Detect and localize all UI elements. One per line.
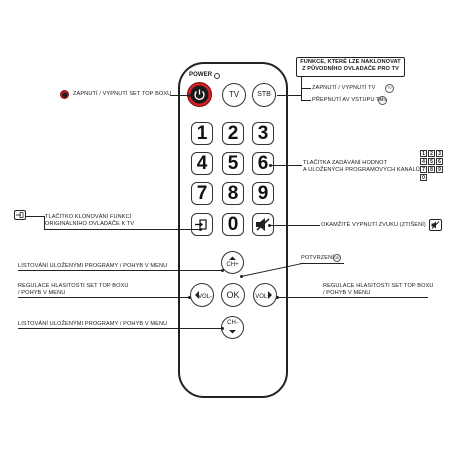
chevron-down-icon: [229, 330, 236, 334]
chevron-right-icon: [268, 291, 272, 299]
vol-down-button[interactable]: VOL-: [190, 283, 214, 307]
leader-dot: [221, 327, 224, 330]
leader-line: [18, 270, 223, 271]
digit-grid-cell: 4: [420, 158, 427, 165]
digit-4-button[interactable]: 4: [191, 152, 213, 175]
leader-line: [278, 297, 428, 298]
digit-3-button[interactable]: 3: [252, 122, 274, 145]
vol-up-button[interactable]: VOL+: [253, 283, 277, 307]
clone-button[interactable]: [191, 213, 213, 236]
bracket-line: [301, 88, 311, 89]
power-button[interactable]: [187, 82, 212, 107]
tv-mini-icon: TV: [385, 84, 394, 93]
power-mini-icon: [60, 90, 69, 99]
led-indicator: [214, 73, 220, 79]
clone-label-1: TLAČÍTKO KLONOVÁNÍ FUNKCÍ: [45, 214, 132, 220]
ch-up-label: CH+: [226, 262, 239, 268]
chevron-left-icon: [195, 291, 199, 299]
vol-left-label-1: REGULACE HLASITOSTI SET TOP BOXU: [18, 283, 129, 289]
digit-grid-cell: 2: [428, 150, 435, 157]
ch-up-button[interactable]: CH+: [221, 251, 244, 274]
ok-mini-icon: OK: [333, 254, 341, 262]
digit-grid-cell: 7: [420, 166, 427, 173]
tv-functions-title-1: FUNKCE, KTERÉ LZE NAKLONOVAT: [300, 59, 401, 65]
leader-line: [44, 229, 200, 230]
digit-7-button[interactable]: 7: [191, 182, 213, 205]
leader-line: [44, 216, 45, 229]
digit-grid-cell: 3: [436, 150, 443, 157]
list-up-label: LISTOVÁNÍ ULOŽENÝMI PROGRAMY / POHYB V M…: [18, 263, 168, 269]
stb-mini-icon: STB: [378, 96, 387, 105]
clone-label-2: ORIGINÁLNÍHO OVLADAČE K TV: [45, 221, 135, 227]
leader-dot: [199, 228, 202, 231]
mute-label: OKAMŽITÉ VYPNUTÍ ZVUKU (ZTIŠENÍ): [321, 222, 426, 228]
leader-line: [270, 225, 320, 226]
digit-8-button[interactable]: 8: [222, 182, 244, 205]
ok-button[interactable]: OK: [221, 283, 245, 307]
power-label: POWER: [189, 72, 213, 78]
leader-line: [26, 216, 44, 217]
mute-icon: [256, 218, 270, 231]
tv-button[interactable]: TV: [222, 83, 246, 107]
bracket-line: [301, 100, 311, 101]
leader-line: [271, 165, 302, 166]
leader-line: [18, 328, 223, 329]
vol-up-label: VOL+: [255, 294, 271, 300]
tv-button-label: TV: [228, 90, 240, 99]
input-arrow-icon: [195, 219, 207, 230]
digit-0-button[interactable]: 0: [222, 213, 244, 236]
confirm-label: POTVRZENÍ: [301, 255, 334, 261]
vol-right-label-1: REGULACE HLASITOSTI SET TOP BOXU: [323, 283, 434, 289]
digit-grid-cell: 8: [428, 166, 435, 173]
digit-1-button[interactable]: 1: [191, 122, 213, 145]
stb-button-label: STB: [257, 91, 271, 98]
chevron-up-icon: [229, 256, 236, 260]
vol-right-label-2: / POHYB V MENU: [323, 290, 371, 296]
leader-dot: [268, 224, 271, 227]
list-down-label: LISTOVÁNÍ ULOŽENÝMI PROGRAMY / POHYB V M…: [18, 321, 168, 327]
digit-grid-cell: 5: [428, 158, 435, 165]
leader-dot: [221, 269, 224, 272]
leader-dot: [188, 296, 191, 299]
input-arrow-icon: [16, 212, 24, 218]
leader-line: [277, 95, 301, 96]
stb-power-label: ZAPNUTÍ / VYPNUTÍ SET TOP BOXU: [73, 91, 172, 97]
digit-grid-cell: 6: [436, 158, 443, 165]
av-switch-label: PŘEPNUTÍ AV VSTUPU TV: [312, 97, 384, 103]
digits-label-1: TLAČÍTKA ZADÁVÁNÍ HODNOT: [303, 160, 388, 166]
ok-label: OK: [226, 290, 240, 300]
stb-button[interactable]: STB: [252, 83, 276, 107]
ch-down-label: CH-: [227, 320, 238, 326]
leader-line: [300, 263, 344, 264]
leader-line: [170, 95, 190, 96]
digit-5-button[interactable]: 5: [222, 152, 244, 175]
mute-mini-box: [429, 219, 442, 231]
digit-grid-cell: 0: [420, 174, 427, 181]
vol-left-label-2: / POHYB V MENU: [18, 290, 66, 296]
leader-dot: [269, 164, 272, 167]
leader-line: [18, 297, 190, 298]
leader-dot: [276, 296, 279, 299]
digit-2-button[interactable]: 2: [222, 122, 244, 145]
digit-grid-cell: 9: [436, 166, 443, 173]
tv-functions-box: [296, 57, 405, 77]
tv-power-label: ZAPNUTÍ / VYPNUTÍ TV: [312, 85, 376, 91]
leader-dot: [240, 275, 243, 278]
mute-icon: [431, 221, 440, 229]
digit-grid-cell: 1: [420, 150, 427, 157]
power-icon: [190, 85, 209, 104]
digits-label-2: A ULOŽENÝCH PROGRAMOVÝCH KANÁLŮ: [303, 167, 420, 173]
ch-down-button[interactable]: CH-: [221, 316, 244, 339]
power-icon: [62, 92, 68, 98]
mute-button[interactable]: [252, 213, 274, 236]
digit-9-button[interactable]: 9: [252, 182, 274, 205]
leader-dot: [188, 94, 191, 97]
digit-6-button[interactable]: 6: [252, 152, 274, 175]
clone-mini-box: [14, 210, 26, 220]
vol-down-label: VOL-: [197, 294, 212, 300]
tv-functions-title-2: Z PŮVODNÍHO OVLADAČE PRO TV: [302, 66, 399, 72]
